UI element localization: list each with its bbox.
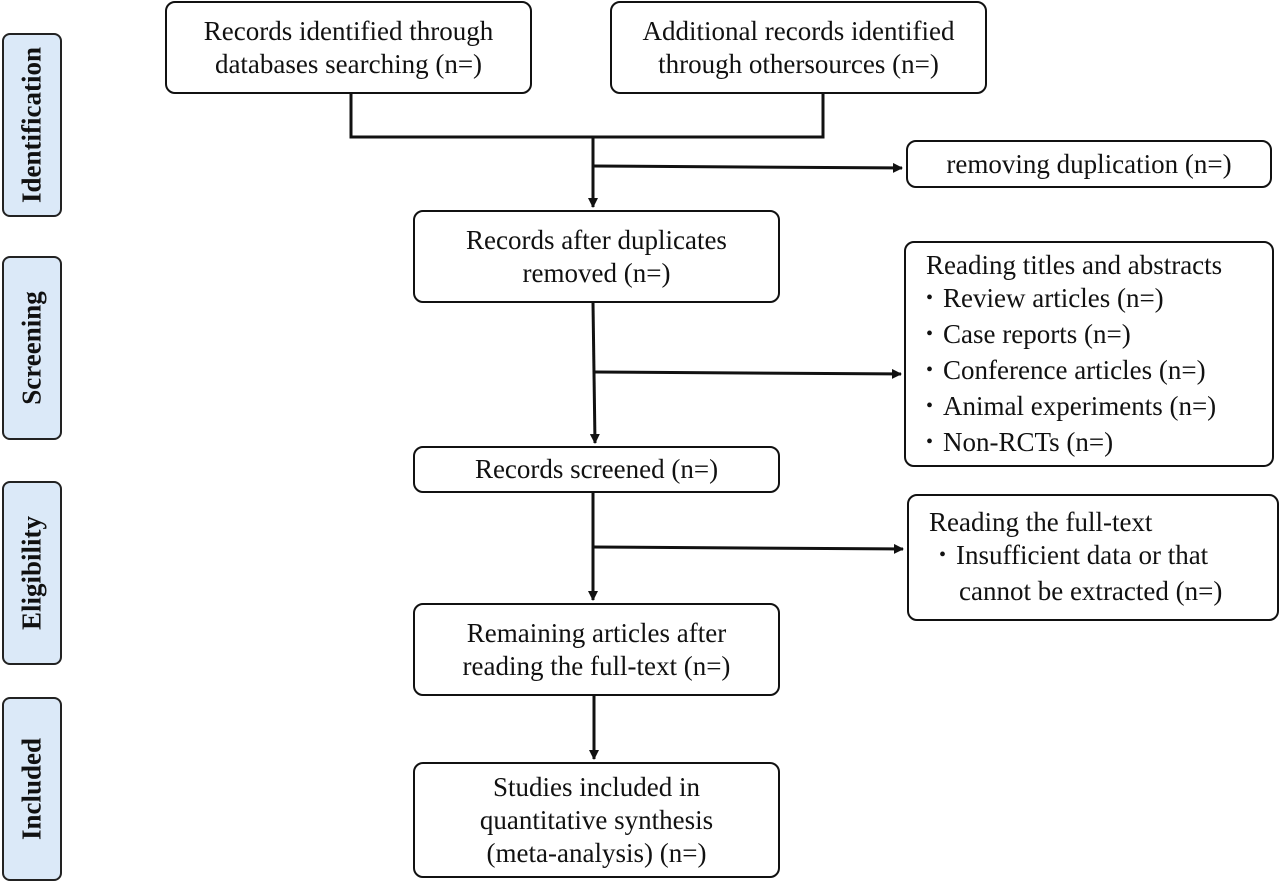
- box-line: reading the full-text (n=): [462, 650, 731, 681]
- arrow-to-removing-duplication: [592, 162, 903, 173]
- list-item: Animal experiments (n=): [926, 390, 1262, 426]
- box-line: Studies included in: [493, 771, 700, 802]
- list-item: Non-RCTs (n=): [926, 426, 1262, 462]
- box-line: Records identified through: [203, 15, 494, 46]
- stage-eligibility-label: Eligibility: [16, 515, 47, 631]
- eligibility-exclusions-heading: Reading the full-text: [929, 507, 1153, 537]
- stage-screening-label: Screening: [16, 291, 47, 405]
- arrow-to-screening-exclusions: [594, 368, 902, 379]
- stage-eligibility: Eligibility: [2, 481, 62, 665]
- list-item: Conference articles (n=): [926, 354, 1262, 390]
- list-item: Review articles (n=): [926, 282, 1262, 318]
- arrow-to-eligibility-exclusions: [592, 543, 904, 554]
- stage-identification-label: Identification: [16, 46, 47, 204]
- box-line: through othersources (n=): [658, 48, 939, 79]
- box-other-sources: Additional records identified through ot…: [610, 1, 987, 94]
- box-line: Records after duplicates: [466, 224, 727, 255]
- box-after-duplicates: Records after duplicates removed (n=): [413, 210, 780, 303]
- screening-exclusions-heading: Reading titles and abstracts: [926, 250, 1223, 280]
- box-remaining-articles: Remaining articles after reading the ful…: [413, 603, 780, 696]
- list-item: Insufficient data or that cannot be extr…: [929, 539, 1259, 608]
- box-line: Records screened (n=): [474, 454, 719, 484]
- stage-included-label: Included: [16, 737, 47, 841]
- box-eligibility-exclusions: Reading the full-text Insufficient data …: [907, 494, 1279, 621]
- box-database-records: Records identified through databases sea…: [165, 1, 532, 94]
- box-line: removing duplication (n=): [946, 148, 1232, 179]
- box-studies-included: Studies included in quantitative synthes…: [413, 762, 780, 878]
- box-removing-duplication: removing duplication (n=): [906, 140, 1272, 188]
- box-line: quantitative synthesis: [479, 804, 714, 835]
- stage-identification: Identification: [2, 33, 62, 217]
- box-screening-exclusions: Reading titles and abstracts Review arti…: [904, 241, 1274, 467]
- merge-connector: [349, 94, 825, 139]
- list-item: Case reports (n=): [926, 318, 1262, 354]
- box-line: Remaining articles after: [466, 617, 727, 648]
- box-line: databases searching (n=): [214, 48, 483, 79]
- box-line: removed (n=): [522, 257, 671, 288]
- stage-screening: Screening: [2, 256, 62, 440]
- box-line: (meta-analysis) (n=): [486, 837, 707, 868]
- arrow-to-screened: [589, 302, 600, 444]
- box-line: Additional records identified: [642, 15, 955, 46]
- box-records-screened: Records screened (n=): [413, 446, 780, 493]
- stage-included: Included: [2, 697, 62, 881]
